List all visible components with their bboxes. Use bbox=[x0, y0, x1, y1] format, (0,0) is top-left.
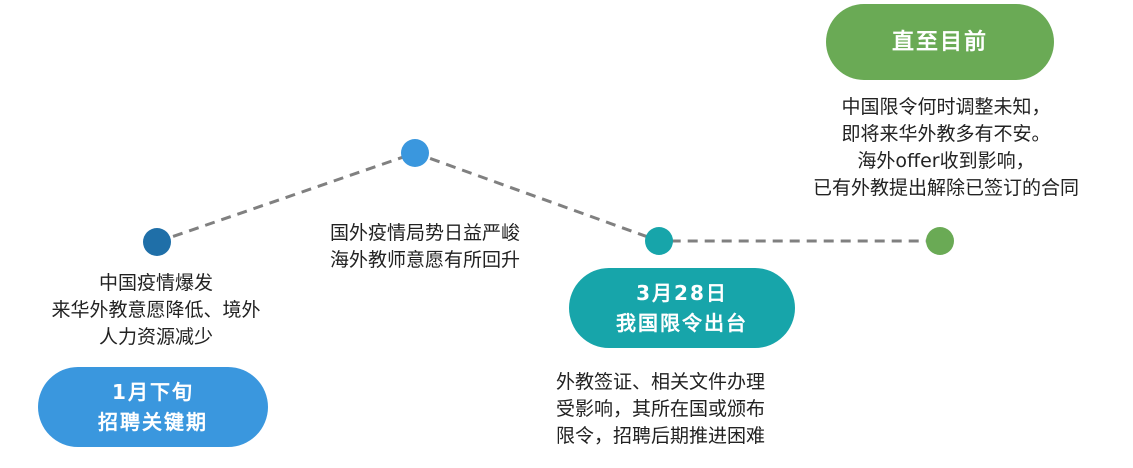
timeline-node-3 bbox=[645, 227, 673, 255]
stage1-description-line: 中国疫情爆发 bbox=[98, 272, 213, 294]
stage3-description-line: 外教签证、相关文件办理 bbox=[556, 371, 766, 393]
dashed-connector-line bbox=[156, 151, 940, 244]
stage3-badge-line: 我国限令出台 bbox=[616, 311, 748, 335]
stage4-description-line: 已有外教提出解除已签订的合同 bbox=[812, 176, 1079, 199]
stage3-description: 外教签证、相关文件办理 受影响，其所在国或颁布 限令，招聘后期推进困难 bbox=[556, 369, 765, 450]
stage1-description-line: 来华外教意愿降低、境外 bbox=[51, 298, 261, 321]
stage3-description-line: 受影响，其所在国或颁布 bbox=[556, 397, 766, 420]
stage4-badge: 直至目前 bbox=[826, 4, 1054, 80]
stage1-description-line: 人力资源减少 bbox=[98, 325, 213, 348]
timeline-node-4 bbox=[926, 227, 954, 255]
stage1-badge: 1月下旬 招聘关键期 bbox=[38, 367, 268, 447]
stage4-description-line: 中国限令何时调整未知， bbox=[841, 96, 1051, 118]
stage1-description: 中国疫情爆发 来华外教意愿降低、境外 人力资源减少 bbox=[0, 270, 312, 351]
stage2-description: 国外疫情局势日益严峻 海外教师意愿有所回升 bbox=[290, 220, 560, 274]
timeline-node-1 bbox=[143, 228, 171, 256]
stage1-badge-line: 1月下旬 bbox=[112, 380, 194, 404]
stage2-description-line: 海外教师意愿有所回升 bbox=[329, 248, 520, 271]
stage4-description-line: 海外offer收到影响， bbox=[857, 149, 1035, 172]
stage4-badge-line: 直至目前 bbox=[891, 29, 988, 55]
stage1-badge-line: 招聘关键期 bbox=[98, 410, 208, 434]
stage3-description-line: 限令，招聘后期推进困难 bbox=[556, 424, 766, 447]
timeline-node-2 bbox=[401, 139, 429, 167]
stage4-description: 中国限令何时调整未知， 即将来华外教多有不安。 海外offer收到影响， 已有外… bbox=[768, 94, 1124, 202]
stage3-badge-line: 3月28日 bbox=[636, 281, 728, 305]
stage4-description-line: 即将来华外教多有不安。 bbox=[841, 122, 1051, 145]
stage2-description-line: 国外疫情局势日益严峻 bbox=[329, 222, 520, 244]
stage3-badge: 3月28日 我国限令出台 bbox=[569, 268, 795, 348]
